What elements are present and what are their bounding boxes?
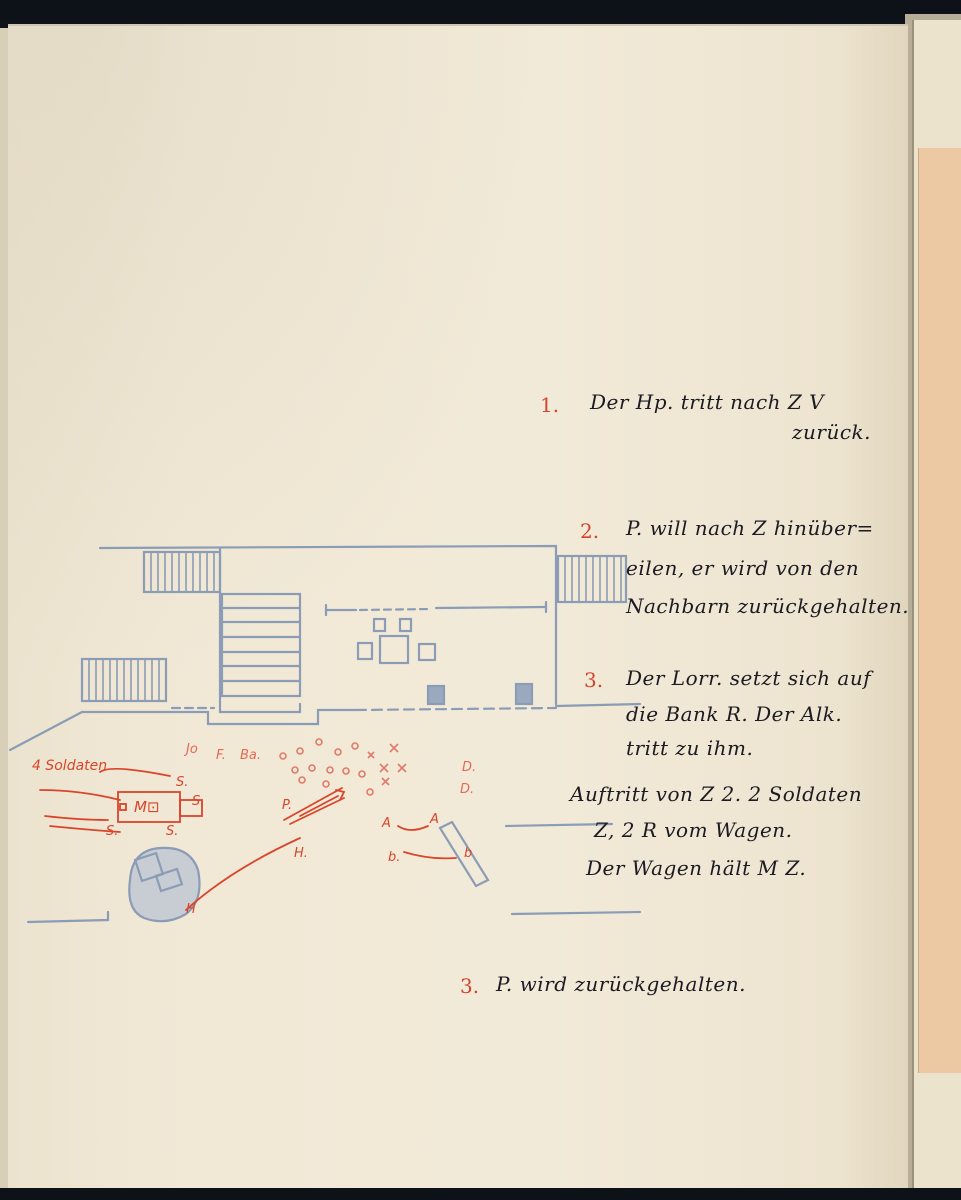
bench [514,682,534,706]
table [378,634,410,665]
soldier-mark: S. [166,824,179,839]
note-3-line-1: Der Lorr. setzt sich auf [626,666,872,690]
h-mark: H. [294,846,308,861]
b-mark-2: b [464,846,473,861]
arrow-p [283,787,345,825]
rock [128,846,201,923]
wagon-label: M⊡ [134,798,160,816]
note-5-number: 3. [460,974,480,998]
staircase [220,592,302,698]
book-top-edge [0,0,961,18]
h-mark-2: H [186,902,196,917]
soldiers-label: 4 Soldaten [32,758,108,774]
b-mark: b. [388,850,401,865]
note-2-line-1: P. will nach Z hinüber= [626,516,874,540]
note-3-line-3: tritt zu ihm. [626,736,754,760]
p-mark: P. [282,798,293,813]
crowd-marks [279,738,407,796]
chair [356,641,374,661]
note-2-line-3: Nachbarn zurückgehalten. [626,594,910,618]
a-mark-2: A [430,812,439,827]
d-mark-2: D. [460,782,475,797]
d-mark: D. [462,760,477,775]
f-mark: F. [216,748,226,763]
cart-shaft [438,820,490,888]
bench [426,684,446,706]
chair [417,642,437,662]
stage-outline [98,544,558,706]
soldier-mark: S. [192,794,205,809]
note-2-number: 2. [580,519,600,543]
a-mark: A [382,816,391,831]
note-4-line-1: Auftritt von Z 2. 2 Soldaten [570,782,863,806]
note-1-number: 1. [540,393,560,417]
ba-mark: Ba. [240,748,262,763]
soldier-mark: S. [106,824,119,839]
note-1-line-1: Der Hp. tritt nach Z V [590,390,825,414]
inserted-slip [918,148,961,1073]
note-1-line-2: zurück. [792,420,872,444]
note-4-line-3: Der Wagen hält M Z. [586,856,807,880]
book-bottom-edge [0,1188,961,1200]
stage-block-upper-left [142,550,222,594]
arrow-h [185,837,301,911]
note-4-line-2: Z, 2 R vom Wagen. [594,818,793,842]
note-3-number: 3. [584,668,604,692]
soldier-mark: S. [176,775,189,790]
jo-mark: Jo [186,742,198,757]
stage-block-right [556,554,628,604]
note-2-line-2: eilen, er wird von den [626,556,860,580]
stage-block-left [80,657,168,703]
note-5-line-1: P. wird zurückgehalten. [496,972,746,996]
note-3-line-2: die Bank R. Der Alk. [626,702,843,726]
